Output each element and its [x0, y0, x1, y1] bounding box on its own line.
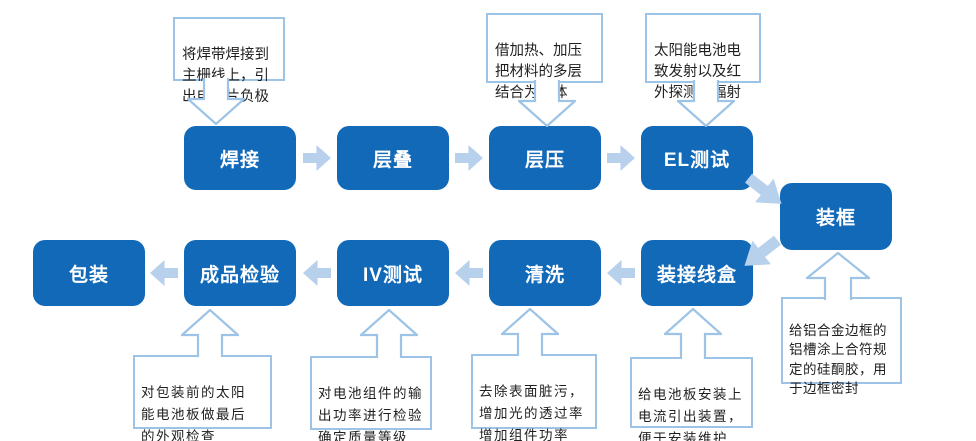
callout-arrow-up-icon: [360, 309, 418, 358]
step-label-welding: 焊接: [219, 149, 260, 171]
callout-arrow-up-icon: [181, 309, 239, 357]
flow-arrow-left-icon: [303, 260, 331, 286]
callout-text: 对包装前的太阳 能电池板做最后 的外观检查: [141, 385, 246, 441]
callout-lamination: 借加热、加压 把材料的多层 结合为整体: [486, 13, 603, 101]
flow-arrow-right-icon: [455, 145, 483, 171]
callout-welding: 将焊带焊接到 主栅线上，引 出电池片负极: [173, 17, 285, 105]
step-label-stacking: 层叠: [372, 149, 413, 171]
callout-arrow-up-icon: [664, 308, 722, 359]
callout-el-test: 太阳能电池电 致发射以及红 外探测热辐射: [645, 13, 761, 101]
step-box-stacking: 层叠: [337, 126, 449, 190]
flow-arrow-right-icon: [607, 145, 635, 171]
callout-cleaning: 去除表面脏污， 增加光的透过率 增加组件功率: [471, 354, 597, 441]
step-label-packaging: 包装: [68, 264, 109, 286]
flow-arrow-left-icon: [607, 260, 635, 286]
step-label-final-inspection: 成品检验: [199, 264, 280, 286]
callout-final-inspection: 对包装前的太阳 能电池板做最后 的外观检查: [133, 355, 272, 441]
flow-arrow-right-icon: [303, 145, 331, 171]
callout-junction-box: 给电池板安装上 电流引出装置， 便于安装维护: [630, 357, 753, 441]
callout-framing: 给铝合金边框的 铝槽涂上合符规 定的硅酮胶，用 于边框密封: [781, 297, 902, 397]
callout-arrow-up-icon: [501, 308, 559, 356]
step-box-packaging: 包装: [33, 240, 145, 306]
step-label-lamination: 层压: [524, 149, 565, 171]
callout-arrow-up-icon: [806, 252, 870, 300]
step-box-iv-test: IV测试: [337, 240, 449, 306]
step-label-cleaning: 清洗: [524, 264, 565, 286]
flow-arrow-left-icon: [150, 260, 178, 286]
step-box-junction-box: 装接线盒: [641, 240, 753, 306]
step-label-el-test: EL测试: [663, 149, 731, 171]
step-label-iv-test: IV测试: [363, 264, 423, 286]
callout-arrow-down-icon: [677, 80, 735, 127]
callout-text: 给电池板安装上 电流引出装置， 便于安装维护: [638, 387, 743, 441]
callout-text: 对电池组件的输 出功率进行检验 确定质量等级: [318, 386, 423, 441]
callout-text: 给铝合金边框的 铝槽涂上合符规 定的硅酮胶，用 于边框密封: [789, 322, 887, 398]
callout-arrow-down-icon: [187, 78, 245, 125]
callout-text: 去除表面脏污， 增加光的透过率 增加组件功率: [479, 384, 584, 441]
step-label-junction-box: 装接线盒: [656, 264, 737, 286]
step-box-cleaning: 清洗: [489, 240, 601, 306]
step-box-welding: 焊接: [184, 126, 296, 190]
callout-arrow-down-icon: [518, 80, 576, 127]
step-box-lamination: 层压: [489, 126, 601, 190]
step-label-framing: 装框: [815, 208, 856, 229]
step-box-final-inspection: 成品检验: [184, 240, 296, 306]
callout-iv-test: 对电池组件的输 出功率进行检验 确定质量等级: [310, 356, 432, 441]
flow-arrow-left-icon: [455, 260, 483, 286]
step-box-el-test: EL测试: [641, 126, 753, 190]
step-box-framing: 装框: [780, 183, 892, 250]
